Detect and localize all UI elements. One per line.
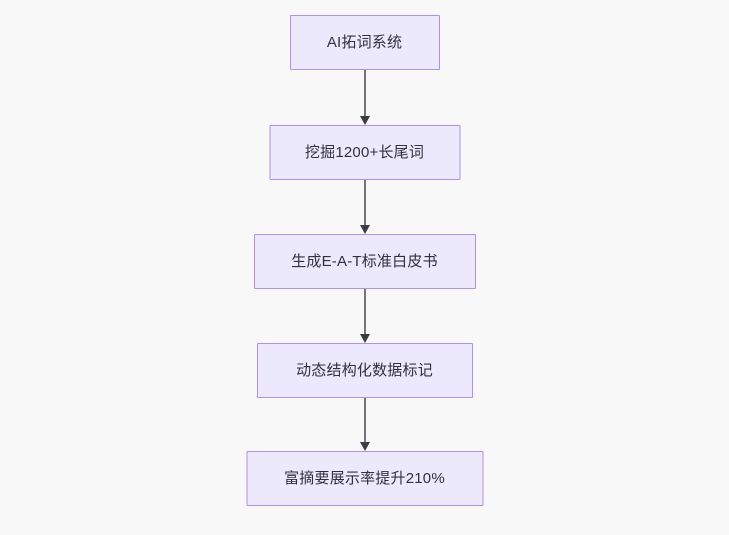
flowchart-node-5[interactable]: 富摘要展示率提升210% (246, 451, 483, 506)
edge-line (363, 398, 366, 443)
edge-line (363, 180, 366, 226)
flowchart-node-4[interactable]: 动态结构化数据标记 (256, 343, 473, 398)
edge-line (363, 70, 366, 117)
arrow-down-icon (359, 116, 370, 125)
flowchart-node-2-label: 挖掘1200+长尾词 (304, 144, 425, 161)
flowchart-node-3[interactable]: 生成E-A-T标准白皮书 (253, 234, 476, 289)
arrow-down-icon (359, 442, 370, 451)
flowchart-edge-2 (359, 180, 371, 234)
flowchart-node-4-label: 动态结构化数据标记 (296, 362, 433, 379)
arrow-down-icon (359, 225, 370, 234)
flowchart-edge-3 (359, 289, 371, 343)
arrow-down-icon (359, 334, 370, 343)
flowchart-node-1-label: AI拓词系统 (326, 34, 403, 51)
flowchart-node-2[interactable]: 挖掘1200+长尾词 (269, 125, 460, 180)
flowchart-node-1[interactable]: AI拓词系统 (289, 15, 440, 70)
flowchart-node-3-label: 生成E-A-T标准白皮书 (291, 253, 438, 270)
flowchart-node-5-label: 富摘要展示率提升210% (284, 470, 445, 487)
flowchart-edge-1 (359, 70, 371, 125)
edge-line (363, 289, 366, 335)
flowchart-edge-4 (359, 398, 371, 451)
